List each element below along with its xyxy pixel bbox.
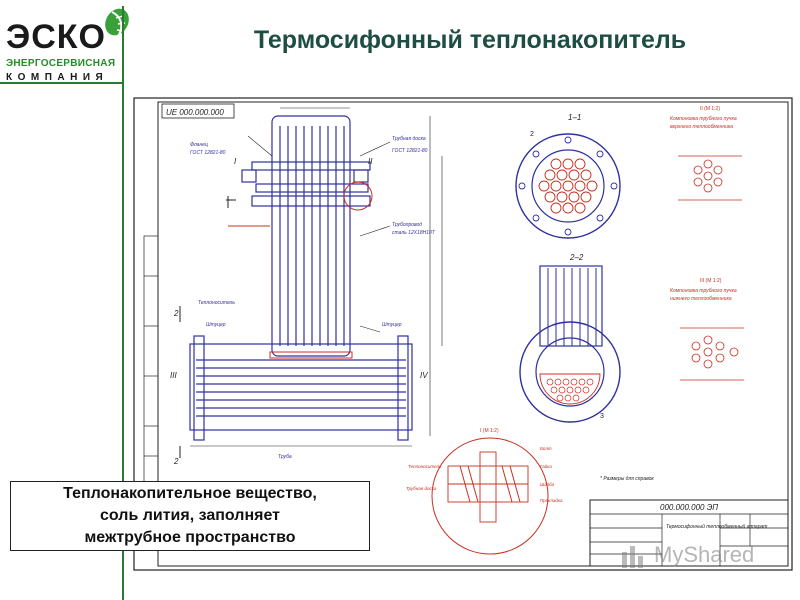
title-block-name: Термосифонный теплообменный аппарат (666, 523, 767, 530)
svg-text:Гайка: Гайка (540, 463, 552, 469)
svg-text:Фланец: Фланец (190, 142, 208, 148)
svg-text:2: 2 (173, 457, 179, 466)
svg-text:III (М 1:2): III (М 1:2) (700, 278, 722, 284)
svg-text:Компоновка трубного пучка: Компоновка трубного пучка (670, 116, 737, 122)
section-arrows (179, 196, 236, 458)
logo-tagline-1: ЭНЕРГОСЕРВИСНАЯ (6, 58, 116, 69)
section-2-view (519, 265, 621, 423)
leader-labels: Трубная доска ГОСТ 12821-80 Фланец ГОСТ … (190, 136, 436, 460)
svg-text:Теплоноситель: Теплоноситель (198, 300, 235, 306)
svg-text:Прокладка: Прокладка (540, 498, 563, 503)
svg-text:Штуцер: Штуцер (382, 322, 402, 328)
company-logo: ЭСКО ЭНЕРГОСЕРВИСНАЯ КОМПАНИЯ (6, 6, 129, 90)
logo-wordmark: ЭСКО (6, 18, 106, 56)
svg-text:I (М 1:2): I (М 1:2) (480, 428, 499, 434)
svg-text:Компоновка трубного пучка: Компоновка трубного пучка (670, 288, 737, 294)
svg-text:II: II (368, 157, 373, 166)
vertical-divider (122, 6, 124, 600)
svg-text:ГОСТ 12821-80: ГОСТ 12821-80 (392, 148, 428, 154)
svg-text:2: 2 (173, 309, 179, 318)
svg-text:нижнего теплообменника: нижнего теплообменника (670, 296, 732, 302)
upper-tube-bundle (241, 115, 371, 357)
watermark: MyShared (618, 538, 798, 574)
svg-text:Теплоноситель: Теплоноситель (408, 464, 442, 469)
svg-text:Трубная доска: Трубная доска (392, 136, 426, 142)
svg-text:верхнего теплообменника: верхнего теплообменника (670, 124, 733, 130)
title-block (589, 499, 789, 567)
watermark-text: MyShared (654, 542, 755, 567)
leaf-icon (105, 8, 129, 41)
logo-tagline-2: КОМПАНИЯ (6, 72, 109, 83)
page-title: Термосифонный теплонакопитель (253, 26, 687, 54)
drawing-note: * Размеры для справок (600, 476, 654, 482)
section-1-label: 1–1 (568, 113, 581, 122)
svg-text:Трубная доска: Трубная доска (406, 486, 437, 491)
svg-text:Штуцер: Штуцер (206, 322, 226, 328)
svg-text:II (М 1:2): II (М 1:2) (700, 106, 720, 112)
title-block-code: 000.000.000 ЭП (660, 503, 718, 512)
svg-text:сталь 12Х18Н10Т: сталь 12Х18Н10Т (392, 230, 436, 236)
section-1-number: 2 (530, 131, 534, 138)
svg-text:Болт: Болт (540, 446, 552, 451)
section-1-view (515, 133, 621, 239)
svg-text:Шайба: Шайба (540, 481, 555, 487)
svg-text:I: I (234, 157, 237, 166)
detail-upper: II (М 1:2) Компоновка трубного пучка вер… (670, 106, 742, 201)
section-2-label: 2–2 (569, 253, 584, 262)
svg-text:III: III (170, 371, 177, 380)
detail-lower: III (М 1:2) Компоновка трубного пучка ни… (670, 278, 744, 381)
watermark-logo-icon (622, 546, 643, 568)
dimension-lines (190, 107, 443, 447)
section-markers: I II III IV 2 2 (170, 157, 428, 466)
red-accents (228, 181, 373, 359)
info-callout: Теплонакопительное вещество, соль лития,… (10, 481, 370, 551)
lower-tube-bundle (189, 335, 413, 441)
stamp-top: UE 000.000.000 (166, 108, 224, 117)
svg-text:ГОСТ 12821-80: ГОСТ 12821-80 (190, 150, 226, 156)
section-2-number: 3 (600, 413, 604, 420)
header-divider (0, 82, 124, 84)
svg-text:Труба: Труба (278, 454, 292, 460)
callout-text: Теплонакопительное вещество, соль лития,… (63, 485, 317, 546)
detail-flange: I (М 1:2) Теплоноситель Трубная доска Бо… (406, 428, 563, 555)
svg-text:Трубопровод: Трубопровод (392, 222, 422, 228)
svg-text:IV: IV (420, 371, 428, 380)
